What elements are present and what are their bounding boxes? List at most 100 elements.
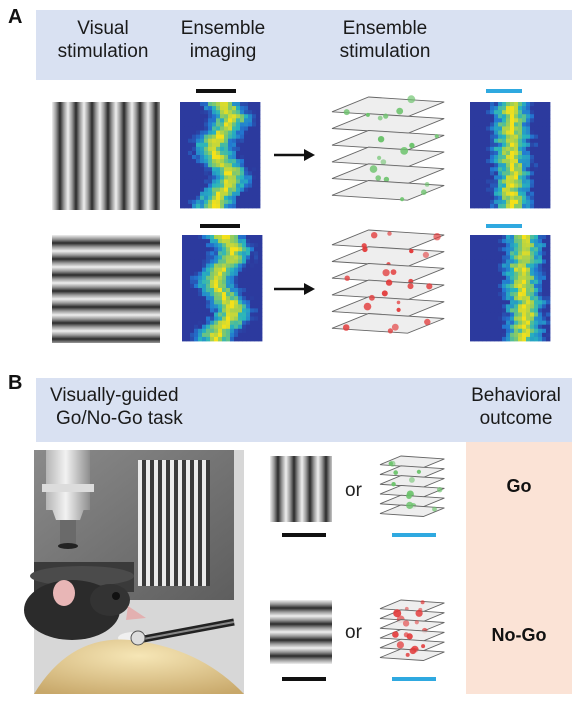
heatmap-cell — [244, 114, 249, 119]
heatmap-cell — [474, 243, 479, 248]
heatmap-cell — [534, 259, 539, 264]
heatmap-cell — [216, 191, 221, 197]
heatmap-cell — [258, 267, 263, 273]
heatmap-cell — [216, 134, 221, 140]
heatmap-cell — [546, 199, 551, 205]
heatmap-cell — [510, 312, 515, 317]
heatmap-cell — [188, 195, 193, 201]
heatmap-cell — [506, 308, 511, 313]
heatmap-cell — [248, 118, 253, 123]
heatmap-cell — [542, 239, 547, 244]
heatmap-cell — [514, 195, 519, 201]
heatmap-cell — [214, 328, 219, 334]
heatmap-cell — [184, 102, 189, 107]
heatmap-cell — [486, 114, 491, 119]
heatmap-cell — [538, 304, 543, 309]
heatmap-cell — [502, 235, 507, 240]
heatmap-cell — [212, 171, 217, 176]
heatmap-cell — [514, 267, 519, 273]
neuron-dot — [403, 632, 409, 638]
heatmap-cell — [240, 175, 245, 180]
heatmap-cell — [198, 251, 203, 256]
heatmap-cell — [474, 271, 479, 277]
heatmap-cell — [204, 102, 209, 107]
neuron-dot — [343, 109, 350, 116]
heatmap-cell — [498, 191, 503, 197]
heatmap-cell — [250, 275, 255, 281]
heatmap-cell — [218, 312, 223, 317]
heatmap-cell — [222, 296, 227, 301]
heatmap-cell — [514, 102, 519, 107]
heatmap-cell — [470, 288, 475, 293]
heatmap-cell — [186, 283, 191, 289]
heatmap-cell — [518, 288, 523, 293]
heatmap-cell — [202, 292, 207, 297]
heatmap-cell — [522, 320, 527, 326]
heatmap-cell — [542, 114, 547, 119]
heatmap-cell — [246, 332, 251, 338]
heatmap-cell — [474, 316, 479, 322]
heatmap-cell — [188, 159, 193, 164]
heatmap-cell — [482, 267, 487, 273]
heatmap-cell — [226, 255, 231, 260]
heatmap-cell — [526, 118, 531, 123]
heatmap-cell — [518, 320, 523, 326]
heatmap-cell — [506, 320, 511, 326]
heatmap-cell — [218, 239, 223, 244]
heatmap-cell — [200, 106, 205, 111]
heatmap-cell — [212, 134, 217, 140]
go-stim-scale-bar — [392, 533, 436, 537]
heatmap-cell — [478, 275, 483, 281]
heatmap-cell — [522, 292, 527, 297]
heatmap-cell — [212, 118, 217, 123]
heatmap-cell — [486, 316, 491, 322]
heatmap-cell — [210, 320, 215, 326]
heatmap-cell — [530, 328, 535, 334]
heatmap-cell — [192, 130, 197, 136]
heatmap-cell — [226, 247, 231, 252]
heatmap-cell — [490, 283, 495, 289]
heatmap-cell — [490, 271, 495, 277]
heatmap-cell — [530, 114, 535, 119]
heatmap-cell — [216, 130, 221, 136]
heatmap-cell — [546, 288, 551, 293]
heatmap-cell — [188, 183, 193, 189]
heatmap-cell — [522, 288, 527, 293]
heatmap-cell — [214, 279, 219, 285]
heatmap-cell — [538, 203, 543, 209]
heatmap-cell — [208, 146, 213, 152]
heatmap-cell — [518, 191, 523, 197]
heatmap-cell — [192, 187, 197, 193]
heatmap-cell — [190, 336, 195, 342]
heatmap-cell — [248, 102, 253, 107]
heatmap-cell — [214, 316, 219, 322]
heatmap-cell — [518, 126, 523, 131]
heatmap-cell — [498, 114, 503, 119]
heatmap-cell — [182, 263, 187, 269]
heatmap-cell — [252, 150, 257, 156]
heatmap-cell — [206, 332, 211, 338]
heatmap-cell — [522, 122, 527, 127]
heatmap-cell — [534, 155, 539, 160]
heatmap-cell — [192, 155, 197, 160]
heatmap-cell — [522, 296, 527, 301]
heatmap-cell — [246, 247, 251, 252]
heatmap-cell — [200, 150, 205, 156]
heatmap-cell — [506, 332, 511, 338]
heatmap-cell — [204, 203, 209, 209]
heatmap-cell — [510, 126, 515, 131]
heatmap-cell — [242, 332, 247, 338]
heatmap-cell — [208, 102, 213, 107]
heatmap-cell — [230, 283, 235, 289]
heatmap-cell — [502, 199, 507, 205]
heatmap-cell — [186, 279, 191, 285]
heatmap-cell — [482, 243, 487, 248]
heatmap-cell — [212, 106, 217, 111]
heatmap-cell — [526, 259, 531, 264]
heatmap-cell — [182, 288, 187, 293]
heatmap-cell — [522, 159, 527, 164]
heatmap-cell — [494, 110, 499, 115]
heatmap-cell — [244, 130, 249, 136]
neuron-dot — [421, 644, 426, 649]
heatmap-cell — [236, 142, 241, 148]
